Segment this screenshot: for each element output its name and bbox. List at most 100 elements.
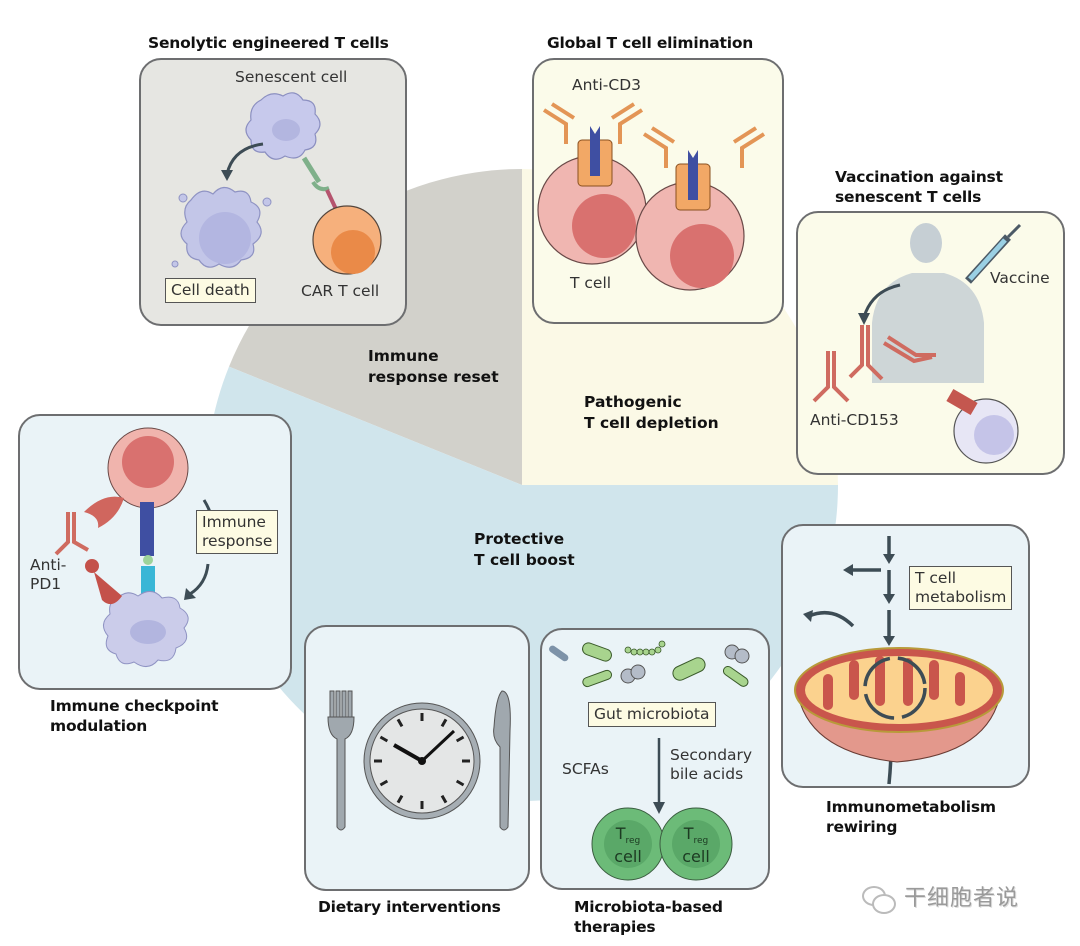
sector-label-protective: Protective T cell boost [474, 529, 575, 571]
clock-tick [440, 794, 448, 804]
panel-title-senolytic: Senolytic engineered T cells [148, 34, 389, 52]
sector-label-line: response reset [368, 368, 499, 386]
sector-label-immune-reset: Immune response reset [368, 346, 499, 388]
treg-cell-icon [591, 807, 733, 881]
panel-vaccination: Vaccine Anti-CD153 [796, 211, 1065, 475]
label-line: bile acids [670, 765, 744, 783]
label-cell-death: Cell death [165, 278, 256, 303]
clock-tick [455, 735, 465, 743]
anti-cd3-antibody-icon [542, 102, 766, 168]
label-immune-response: Immune response [196, 510, 279, 554]
title-line: Immunometabolism [826, 798, 996, 816]
title-line: modulation [50, 717, 148, 735]
dying-cell-icon [171, 186, 272, 268]
arrowhead-icon [221, 170, 233, 181]
human-silhouette-icon [872, 223, 984, 383]
title-line: senescent T cells [835, 188, 982, 206]
arrowhead-icon [653, 802, 665, 814]
arrow-icon [225, 142, 264, 175]
car-t-cell-icon [312, 205, 382, 275]
senescent-cell-icon [245, 92, 321, 160]
panel-global: Anti-CD3 T cell [532, 58, 784, 324]
tcr-mhc-icon [140, 502, 155, 604]
label-secondary-bile-acids: Secondary bile acids [670, 746, 752, 784]
label-t-cell: T cell [570, 274, 612, 292]
label-line: response [202, 532, 273, 550]
t-cell-icon [635, 181, 745, 291]
t-cell-icon [107, 427, 189, 509]
panel-title-global: Global T cell elimination [547, 34, 754, 52]
clock-tick [455, 779, 465, 787]
sector-label-line: Protective [474, 530, 565, 548]
arrow-icon [862, 283, 901, 318]
sector-immune-response-reset [229, 169, 523, 485]
sector-label-line: T cell depletion [584, 414, 719, 432]
sector-label-line: Immune [368, 347, 439, 365]
panel-title-dietary: Dietary interventions [318, 898, 501, 916]
anti-cd153-antibody-icon [812, 325, 936, 403]
cd3-complex-icon [577, 126, 711, 211]
arrowhead-icon [858, 313, 870, 325]
knife-icon [493, 690, 511, 831]
treg-sub: reg [693, 836, 709, 847]
label-t-cell-metabolism: T cell metabolism [909, 566, 1013, 610]
label-line: PD1 [30, 575, 62, 593]
mitochondrion-icon [794, 647, 1004, 763]
panel-title-vaccination: Vaccination against senescent T cells [835, 167, 1003, 207]
tumour-cell-icon [103, 591, 189, 667]
panel-immunometabolism: T cell metabolism [781, 524, 1030, 788]
panel-senolytic: Senescent cell Cell death CAR T cell [139, 58, 407, 326]
clock-tick [396, 718, 404, 728]
label-line: metabolism [915, 588, 1007, 606]
clock-tick [379, 735, 389, 743]
fork-icon [327, 690, 355, 831]
label-line: Immune [202, 513, 266, 531]
clock-tick [396, 794, 404, 804]
sector-label-line: T cell boost [474, 551, 575, 569]
title-line: Microbiota-based [574, 898, 723, 916]
panel-microbiota: Gut microbiota SCFAs Secondary bile acid… [540, 628, 770, 890]
label-anti-cd3: Anti-CD3 [572, 76, 642, 94]
title-line: rewiring [826, 818, 898, 836]
panel-dietary [304, 625, 530, 891]
arrow-icon [189, 563, 210, 596]
label-scfas: SCFAs [562, 760, 609, 778]
clock-icon [363, 702, 481, 820]
label-gut-microbiota: Gut microbiota [588, 702, 716, 727]
arrowhead-icon [184, 588, 196, 600]
label-senescent-cell: Senescent cell [235, 68, 348, 86]
label-anti-pd1: Anti- PD1 [30, 556, 66, 594]
treg-cell: cell [682, 847, 710, 867]
title-line: Immune checkpoint [50, 697, 219, 715]
panel-title-microbiota: Microbiota-based therapies [574, 897, 723, 937]
panel-title-checkpoint: Immune checkpoint modulation [50, 696, 219, 736]
sector-label-line: Pathogenic [584, 393, 682, 411]
title-line: Vaccination against [835, 168, 1003, 186]
title-line: therapies [574, 918, 656, 936]
label-line: Secondary [670, 746, 753, 764]
panel-title-immunometabolism: Immunometabolism rewiring [826, 797, 996, 837]
clock-tick [440, 718, 448, 728]
watermark-text: 干细胞者说 [904, 886, 1020, 911]
panel-checkpoint: Immune response Anti- PD1 [18, 414, 292, 690]
label-line: Anti- [30, 556, 67, 574]
label-vaccine: Vaccine [990, 269, 1050, 287]
bacteria-icon [549, 640, 750, 688]
watermark: 干细胞者说 [862, 880, 1020, 914]
syringe-icon [965, 223, 1022, 284]
anti-pd1-antibody-icon [54, 496, 124, 605]
treg-main: T [615, 824, 626, 843]
treg-cell: cell [614, 847, 642, 867]
t-cell-icon [537, 155, 647, 265]
label-anti-cd153: Anti-CD153 [810, 411, 899, 429]
sector-label-pathogenic: Pathogenic T cell depletion [584, 392, 719, 434]
wechat-icon [862, 886, 896, 914]
treg-main: T [683, 824, 694, 843]
label-treg-cell: Treg cell [612, 826, 644, 865]
clock-tick [379, 779, 389, 787]
senescent-t-cell-icon [946, 388, 1019, 464]
label-treg-cell: Treg cell [680, 826, 712, 865]
label-car-t-cell: CAR T cell [301, 282, 380, 300]
label-line: T cell [915, 569, 957, 587]
treg-sub: reg [625, 836, 641, 847]
